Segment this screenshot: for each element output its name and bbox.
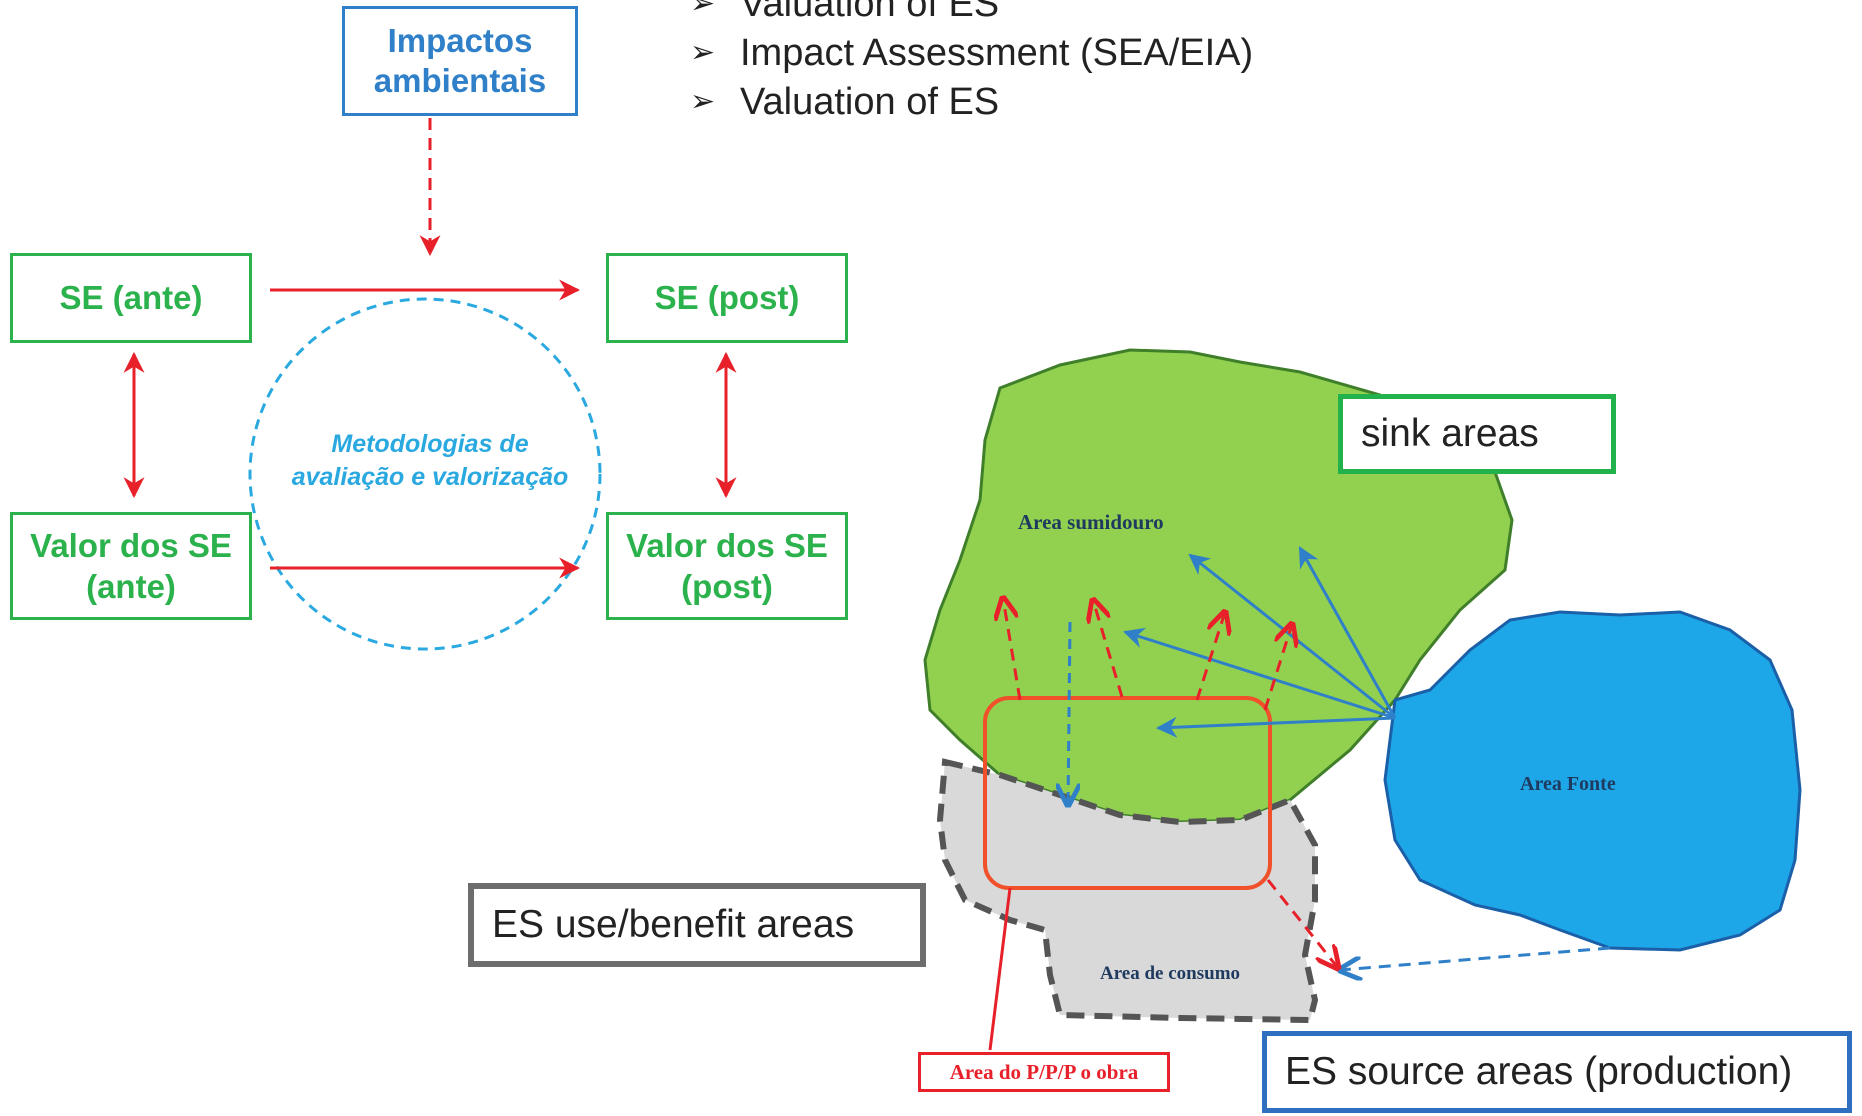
methodology-circle bbox=[248, 297, 602, 651]
sink-areas-legend: sink areas bbox=[1338, 394, 1616, 474]
project-area-rect bbox=[983, 696, 1272, 890]
bullet-text: Valuation of ES bbox=[740, 81, 1000, 124]
impact-flow-arrow bbox=[1195, 612, 1225, 701]
consumption-area-label: Area de consumo bbox=[1100, 963, 1241, 984]
arrow-bullet-icon: ➢ bbox=[690, 0, 716, 21]
arrow-bullet-icon: ➢ bbox=[690, 85, 716, 119]
bullet-item: ➢ Impact Assessment (SEA/EIA) bbox=[690, 29, 1253, 78]
valor-ante-box: Valor dos SE (ante) bbox=[10, 512, 252, 620]
consumption-area-shape bbox=[936, 758, 1319, 1024]
flow-arrow-dashed bbox=[1340, 946, 1611, 970]
impactos-box: Impactos ambientais bbox=[342, 6, 578, 116]
project-area-leader-line bbox=[988, 887, 1012, 1051]
source-area-shape bbox=[1383, 610, 1802, 952]
source-areas-legend: ES source areas (production) bbox=[1262, 1031, 1852, 1113]
se-ante-box: SE (ante) bbox=[10, 253, 252, 343]
impact-flow-arrow bbox=[1263, 624, 1292, 711]
bullet-item: ➢ Valuation of ES bbox=[690, 0, 1253, 29]
project-area-label: Area do P/P/P o obra bbox=[918, 1052, 1170, 1092]
bullet-item: ➢ Valuation of ES bbox=[690, 78, 1253, 127]
use-areas-legend: ES use/benefit areas bbox=[468, 883, 926, 967]
impact-flow-arrow bbox=[1003, 598, 1022, 701]
sink-area-label: Area sumidouro bbox=[1018, 510, 1164, 534]
arrow-bullet-icon: ➢ bbox=[690, 36, 716, 70]
flow-arrow bbox=[1122, 627, 1396, 720]
bullet-text: Valuation of ES bbox=[740, 0, 1000, 25]
bullet-text: Impact Assessment (SEA/EIA) bbox=[740, 32, 1254, 75]
flow-arrow-dashed bbox=[1068, 621, 1070, 805]
flow-arrow bbox=[1298, 546, 1397, 719]
valor-post-box: Valor dos SE (post) bbox=[606, 512, 848, 620]
bullet-list: ➢ Valuation of ES ➢ Impact Assessment (S… bbox=[690, 0, 1253, 127]
methodology-label: Metodologias de avaliação e valorização bbox=[291, 430, 569, 492]
source-area-label: Area Fonte bbox=[1520, 773, 1616, 795]
flow-arrow bbox=[1155, 716, 1396, 738]
impact-flow-arrow bbox=[1093, 600, 1124, 698]
se-post-box: SE (post) bbox=[606, 253, 848, 343]
